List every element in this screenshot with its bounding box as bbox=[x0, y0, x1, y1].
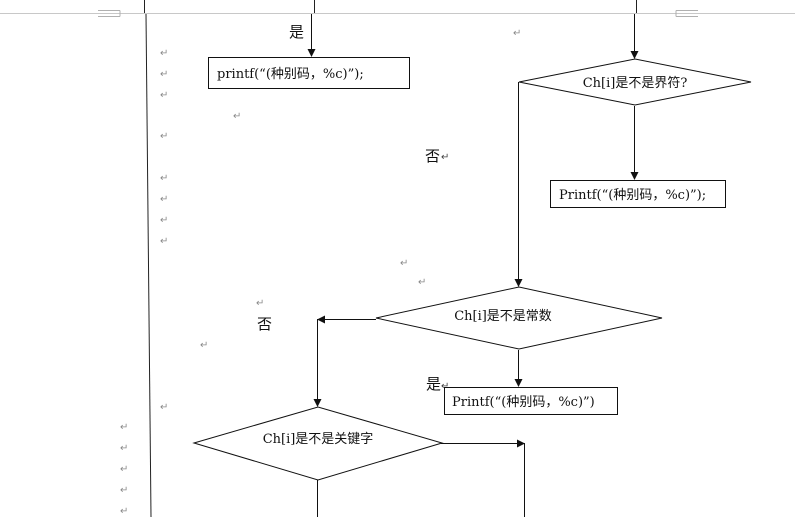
paragraph-mark: ↵ bbox=[120, 485, 128, 496]
paragraph-mark: ↵ bbox=[233, 111, 241, 122]
paragraph-mark: ↵ bbox=[256, 298, 264, 309]
printf-top-text: printf(“(种别码，%c)”); bbox=[217, 67, 364, 82]
no-label-right: 否 bbox=[425, 147, 440, 165]
paragraph-mark: ↵ bbox=[120, 464, 128, 475]
paragraph-mark: ↵ bbox=[200, 340, 208, 351]
paragraph-mark: ↵ bbox=[120, 422, 128, 433]
paragraph-mark: ↵ bbox=[120, 443, 128, 454]
paragraph-mark: ↵ bbox=[160, 215, 168, 226]
paragraph-mark: ↵ bbox=[160, 236, 168, 247]
paragraph-mark: ↵ bbox=[160, 173, 168, 184]
printf-boundary-text: Printf(“(种别码，%c)”); bbox=[559, 188, 706, 203]
printf-constant-text: Printf(“(种别码，%c)”) bbox=[452, 395, 595, 410]
paragraph-mark: ↵ bbox=[400, 258, 408, 269]
yes-label-top: 是 bbox=[289, 23, 304, 41]
printf-boundary-box bbox=[550, 180, 726, 208]
printf-top-box bbox=[208, 57, 410, 89]
paragraph-mark: ↵ bbox=[160, 48, 168, 59]
keyword-decision-text: Ch[i]是不是关键字 bbox=[263, 432, 374, 447]
vertical-guide-line bbox=[145, 13, 152, 517]
paragraph-mark: ↵ bbox=[160, 69, 168, 80]
paragraph-mark: ↵ bbox=[441, 152, 449, 163]
paragraph-mark: ↵ bbox=[441, 381, 449, 392]
left-margin-corner-mark bbox=[98, 10, 121, 17]
flow-connectors bbox=[307, 14, 639, 517]
keyword-decision-diamond bbox=[192, 406, 444, 481]
paragraph-mark: ↵ bbox=[418, 277, 426, 288]
printf-constant-box bbox=[444, 387, 618, 415]
paragraph-mark: ↵ bbox=[160, 90, 168, 101]
constant-decision-text: Ch[i]是不是常数 bbox=[454, 309, 552, 324]
paragraph-mark: ↵ bbox=[513, 28, 521, 39]
paragraph-mark: ↵ bbox=[120, 506, 128, 517]
yes-label-constant: 是 bbox=[426, 375, 441, 393]
paragraph-mark: ↵ bbox=[160, 402, 168, 413]
paragraph-mark: ↵ bbox=[160, 131, 168, 142]
paragraph-mark: ↵ bbox=[160, 194, 168, 205]
paragraph-marks: ↵ ↵ ↵ ↵ ↵ ↵ ↵ ↵ ↵ ↵ ↵ ↵ ↵ ↵ ↵ ↵ ↵ ↵ ↵ ↵ … bbox=[120, 28, 521, 517]
constant-decision-diamond bbox=[375, 286, 663, 350]
boundary-decision-text: Ch[i]是不是界符? bbox=[583, 75, 688, 91]
right-margin-corner-mark bbox=[675, 10, 698, 17]
boundary-decision-diamond bbox=[518, 58, 752, 106]
no-label-left: 否 bbox=[257, 315, 272, 333]
